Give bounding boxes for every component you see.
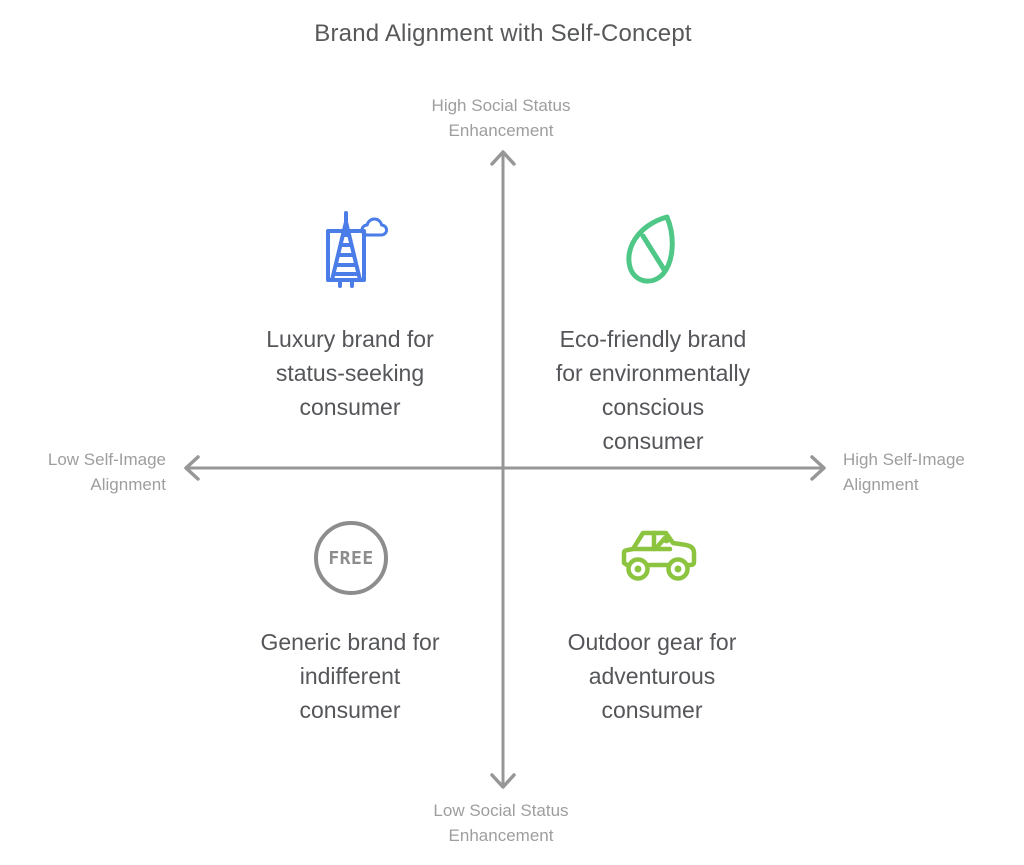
free-badge-text: FREE <box>328 547 374 569</box>
quadrant-label-top-right: Eco-friendly brand for environmentally c… <box>555 326 751 454</box>
axis-label-bottom: Low Social Status Enhancement <box>433 801 569 845</box>
leaf-icon <box>626 214 675 284</box>
quadrant-label-bottom-left: Generic brand for indifferent consumer <box>260 629 440 723</box>
arrow-down-icon <box>490 773 516 789</box>
quadrant-label-top-left: Luxury brand for status-seeking consumer <box>266 326 434 420</box>
arrow-up-icon <box>490 150 516 166</box>
skyscraper-cloud-icon <box>326 211 388 288</box>
arrow-left-icon <box>184 455 200 481</box>
quadrant-label-bottom-right: Outdoor gear for adventurous consumer <box>567 629 737 723</box>
arrow-right-icon <box>810 455 826 481</box>
free-badge-icon: FREE <box>314 521 388 595</box>
page-title: Brand Alignment with Self-Concept <box>314 20 692 47</box>
axis-label-right: High Self-Image Alignment <box>843 450 965 494</box>
jeep-icon <box>621 530 697 581</box>
axis-label-top: High Social Status Enhancement <box>431 96 571 140</box>
axis-label-left: Low Self-Image Alignment <box>47 450 166 494</box>
